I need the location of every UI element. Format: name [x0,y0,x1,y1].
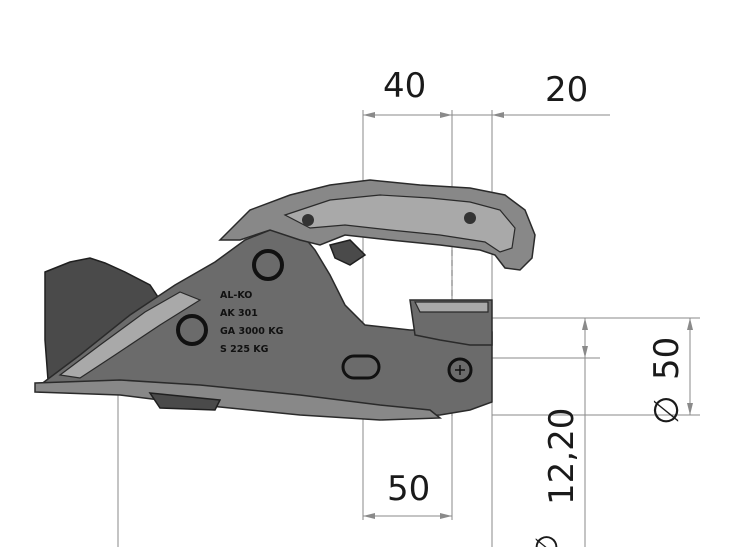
handle [218,179,536,271]
coupling-body [34,227,493,421]
diameter-label: ∅ 50 [647,337,687,425]
stamp-line-1: AL-KO [220,290,252,301]
dim-label-50-bottom: 50 [387,469,430,509]
stamp-line-2: AK 301 [220,308,258,319]
holes [176,249,473,383]
dim-label-40: 40 [383,66,426,106]
dimension-lines [117,110,700,547]
stamp-line-3: GA 3000 KG [220,326,284,337]
dim-label-12-20: 12,20 [542,408,582,505]
diameter-symbol: ∅ [647,395,687,425]
stamp-text: AL-KO AK 301 GA 3000 KG S 225 KG [220,290,284,355]
bottom-diameter-symbol: ∅ [530,534,565,547]
dim-label-20: 20 [545,70,588,110]
stamp-line-4: S 225 KG [220,344,269,355]
diameter-value: 50 [647,337,687,380]
